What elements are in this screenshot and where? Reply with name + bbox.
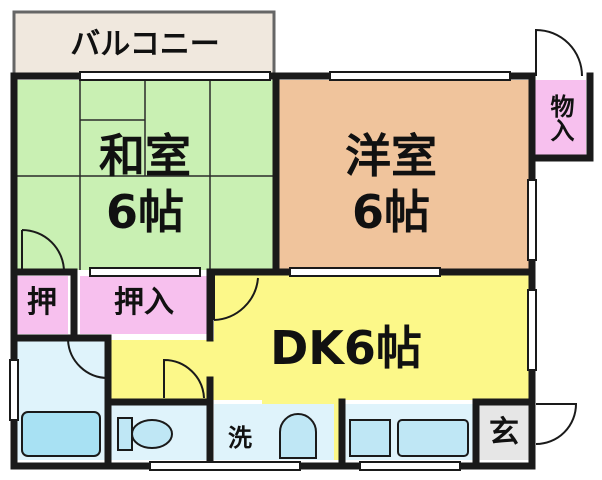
door-swings [21, 28, 583, 445]
balcony-area [12, 10, 276, 76]
oshiire-area [80, 276, 208, 334]
window-marks [9, 71, 537, 471]
tatami-lines [16, 80, 274, 270]
oshiire-label: 押入 [114, 285, 174, 320]
bathtub-icon [21, 411, 101, 457]
youshitsu-label-line1: 洋室 [345, 129, 437, 183]
dk-label: DK6帖 [270, 321, 422, 375]
youshitsu-area [278, 80, 530, 270]
oshi-label: 押 [27, 285, 57, 320]
sen-label: 洗 [228, 424, 252, 452]
washitsu-label-line2: 6帖 [105, 185, 184, 239]
washitsu-label-line1: 和室 [99, 129, 191, 183]
washbasin-icon [279, 413, 317, 459]
monoire-label: 物入 [546, 94, 574, 142]
toilet-icon [117, 417, 173, 451]
genkan-area [478, 404, 530, 460]
genkan-label: 玄 [489, 415, 519, 450]
monoire-area [534, 80, 586, 156]
oshi-area [16, 276, 68, 334]
balcony-label: バルコニー [70, 27, 220, 62]
youshitsu-label-line2: 6帖 [351, 185, 430, 239]
kitchen-sink-icon [349, 419, 469, 457]
